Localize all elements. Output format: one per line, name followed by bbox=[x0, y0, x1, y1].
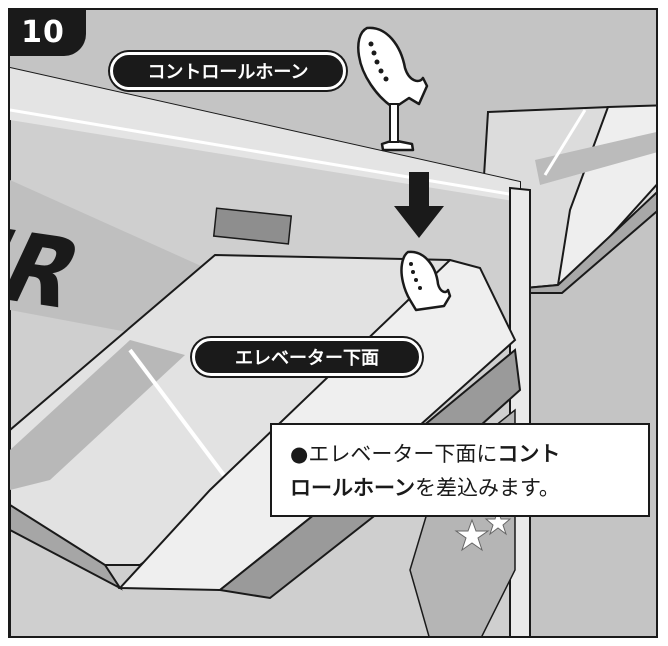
elevator-underside-label: エレベーター下面 bbox=[192, 338, 422, 376]
step-number-badge: 10 bbox=[8, 8, 86, 56]
instruction-text: エレベーター下面に bbox=[308, 442, 498, 466]
fuselage-shadow bbox=[10, 180, 210, 340]
instruction-part-name: コント bbox=[497, 442, 561, 466]
left-stabilizer-stripe bbox=[10, 340, 185, 490]
bullet-icon: ● bbox=[290, 442, 309, 466]
stabilizer-edge bbox=[10, 503, 123, 591]
instruction-text-end: を差込みます。 bbox=[414, 476, 560, 500]
fuselage-decal-window bbox=[212, 207, 293, 245]
control-horn-label: コントロールホーン bbox=[110, 52, 346, 90]
assembly-illustration: MR bbox=[10, 10, 656, 636]
illustration-frame: MR bbox=[8, 8, 658, 638]
control-horn-icon bbox=[357, 26, 429, 152]
fuselage-top bbox=[10, 68, 520, 202]
star-icon bbox=[484, 508, 512, 536]
right-stabilizer-stripe bbox=[535, 132, 656, 185]
control-horn-installed bbox=[400, 250, 452, 312]
star-icon bbox=[454, 518, 490, 552]
instruction-part-name-cont: ロールホーン bbox=[290, 476, 415, 500]
instruction-line-2: ロールホーンを差込みます。 bbox=[290, 471, 634, 505]
instruction-line-1: ●エレベーター下面にコント bbox=[290, 437, 634, 471]
instruction-box: ●エレベーター下面にコント ロールホーンを差込みます。 bbox=[270, 423, 650, 517]
down-arrow-icon bbox=[394, 172, 444, 238]
